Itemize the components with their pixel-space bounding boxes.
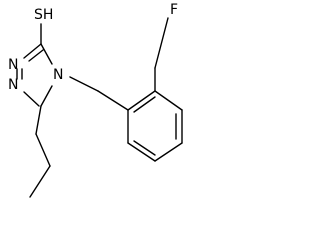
bond-ar5-ar6-inner (133, 140, 156, 156)
bond-ar5-ar6 (127, 142, 156, 162)
bond-c3-n2-inner (28, 49, 44, 62)
bond-cb-cc (29, 165, 51, 198)
ring-n-top-label: N (8, 57, 18, 73)
bond-ch2-aryl (97, 90, 129, 111)
fluorine-label: F (170, 2, 178, 18)
bond-n4-c3 (40, 43, 53, 65)
bond-ar2-ar3 (154, 90, 183, 111)
bond-c3-n2 (23, 43, 42, 59)
bond-ar1-ar2-inner (133, 96, 156, 113)
propyl-chain (29, 105, 51, 198)
bond-ca-cb (35, 133, 51, 167)
molecule-drawing: SH N N N F (8, 2, 183, 198)
bond-ar1-ar2 (127, 90, 156, 111)
bond-n1-c5 (23, 91, 40, 107)
structure-canvas: SH N N N F (8, 2, 183, 198)
bond-f-stub (154, 17, 169, 69)
ring-n-bottom-label: N (8, 77, 18, 93)
thiol-label: SH (34, 7, 53, 23)
triazole-ring (16, 43, 53, 107)
bond-n4-ch2 (69, 76, 99, 92)
bond-c5-ca (35, 105, 42, 135)
bond-c5-n4 (40, 85, 53, 107)
fluorophenyl-ring (127, 90, 183, 162)
bond-ar4-ar5 (154, 142, 183, 162)
ring-n-substituted-label: N (53, 67, 63, 83)
